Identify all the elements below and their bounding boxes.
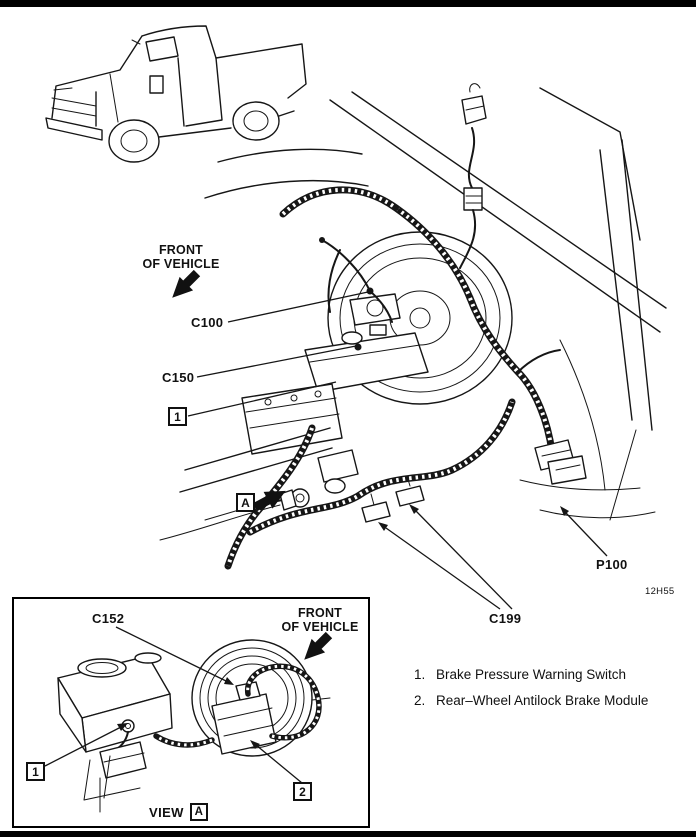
page-top-rule bbox=[0, 0, 696, 7]
callout-p100: P100 bbox=[596, 557, 628, 572]
engine-components bbox=[304, 293, 429, 483]
front-label-line1: FRONT bbox=[297, 606, 343, 620]
p100-connector bbox=[534, 439, 587, 485]
body-panel-lines bbox=[204, 87, 667, 521]
view-marker-a-inset: A bbox=[189, 803, 208, 821]
front-label-line2: OF VEHICLE bbox=[142, 257, 220, 271]
legend-item-label: Rear–Wheel Antilock Brake Module bbox=[436, 693, 649, 708]
legend-item-number: 2. bbox=[414, 693, 426, 708]
leader-line-c152 bbox=[115, 626, 234, 685]
legend-item-number: 1. bbox=[414, 667, 426, 682]
c199-connectors bbox=[361, 475, 425, 523]
legend-item-1: 1. Brake Pressure Warning Switch bbox=[414, 667, 648, 682]
figure-code: 12H55 bbox=[645, 586, 675, 597]
front-of-vehicle-label-inset: FRONT OF VEHICLE bbox=[268, 606, 372, 634]
front-label-line1: FRONT bbox=[158, 243, 204, 257]
view-marker-a-main: A bbox=[236, 493, 255, 512]
callout-item2-inset: 2 bbox=[293, 782, 312, 801]
leader-line-c100 bbox=[227, 291, 369, 323]
callout-item1-inset: 1 bbox=[26, 762, 45, 781]
view-a-arrow bbox=[252, 490, 286, 512]
inset-view-frame bbox=[12, 597, 370, 828]
inset-view-drawing bbox=[57, 639, 331, 813]
hood-harness-connector bbox=[459, 83, 487, 269]
callout-c100: C100 bbox=[191, 315, 224, 330]
legend: 1. Brake Pressure Warning Switch 2. Rear… bbox=[414, 667, 648, 719]
front-label-line2: OF VEHICLE bbox=[281, 620, 359, 634]
truck-sketch bbox=[45, 25, 307, 163]
callout-c150: C150 bbox=[162, 370, 195, 385]
callout-c199: C199 bbox=[489, 611, 522, 626]
left-connectors bbox=[279, 478, 346, 511]
view-label: VIEW bbox=[149, 804, 184, 820]
battery-tray bbox=[241, 383, 343, 455]
leader-line-item1-main bbox=[187, 381, 337, 417]
callout-item1-main: 1 bbox=[168, 407, 187, 426]
front-of-vehicle-arrow-main bbox=[172, 269, 201, 298]
leader-line-item2-inset bbox=[250, 740, 303, 784]
leader-lines-c199 bbox=[378, 504, 513, 610]
leader-line-item1-inset bbox=[44, 723, 128, 767]
leader-line-c150 bbox=[196, 345, 357, 378]
legend-item-label: Brake Pressure Warning Switch bbox=[436, 667, 627, 682]
callout-c152: C152 bbox=[92, 611, 125, 626]
view-a-caption: VIEW A bbox=[149, 803, 208, 821]
front-of-vehicle-arrow-inset bbox=[304, 631, 333, 660]
page-bottom-rule bbox=[0, 831, 696, 837]
front-of-vehicle-label-main: FRONT OF VEHICLE bbox=[126, 243, 236, 271]
legend-item-2: 2. Rear–Wheel Antilock Brake Module bbox=[414, 693, 648, 708]
leader-line-p100 bbox=[560, 506, 608, 557]
